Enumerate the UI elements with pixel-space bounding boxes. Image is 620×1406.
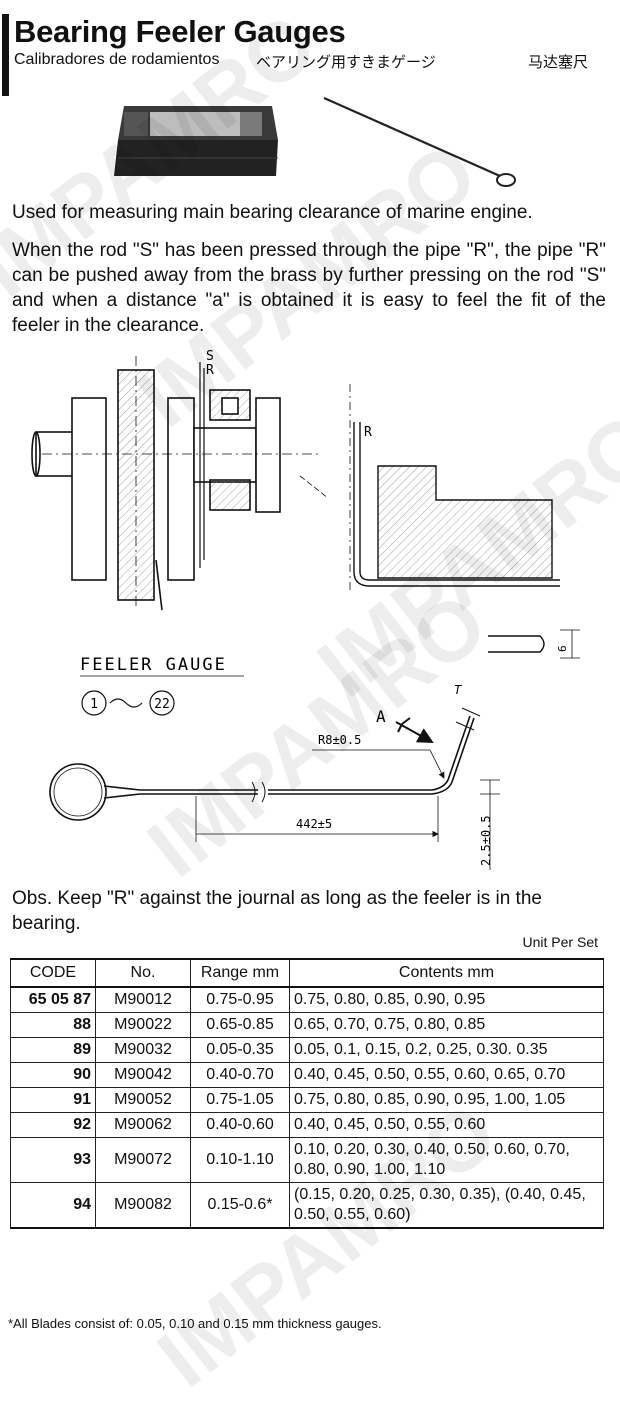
description-paragraph: When the rod "S" has been pressed throug… (12, 240, 606, 336)
cell-range: 0.05-0.35 (190, 1037, 290, 1063)
cell-range: 0.40-0.60 (190, 1112, 290, 1138)
label-range-end: 22 (154, 697, 170, 712)
cell-code: 92 (10, 1112, 96, 1138)
cell-range: 0.40-0.70 (190, 1062, 290, 1088)
page-title: Bearing Feeler Gauges (14, 14, 346, 49)
cell-code: 93 (10, 1137, 96, 1183)
product-photo-feeler-rod (323, 96, 516, 187)
table-row: 65 05 87 M90012 0.75-0.95 0.75, 0.80, 0.… (10, 986, 604, 1013)
label-blade-dim: 6 (556, 645, 569, 652)
title-accent-bar (2, 14, 9, 96)
cell-code: 94 (10, 1182, 96, 1229)
label-s: S (206, 350, 214, 364)
crankshaft-drawing (31, 356, 329, 611)
label-r-detail: R (364, 425, 372, 440)
cell-contents: 0.75, 0.80, 0.85, 0.90, 0.95, 1.00, 1.05 (289, 1087, 604, 1113)
table-row: 93 M90072 0.10-1.10 0.10, 0.20, 0.30, 0.… (10, 1137, 604, 1183)
label-arrow-a: A (376, 707, 386, 726)
table-row: 94 M90082 0.15-0.6* (0.15, 0.20, 0.25, 0… (10, 1182, 604, 1229)
cell-no: M90012 (95, 986, 191, 1013)
header-range: Range mm (190, 958, 290, 988)
cell-no: M90052 (95, 1087, 191, 1113)
cell-contents: 0.40, 0.45, 0.50, 0.55, 0.60, 0.65, 0.70 (289, 1062, 604, 1088)
product-photo-gauge-box (114, 106, 278, 176)
label-radius: R8±0.5 (318, 733, 361, 747)
table-row: 91 M90052 0.75-1.05 0.75, 0.80, 0.85, 0.… (10, 1087, 604, 1113)
table-row: 88 M90022 0.65-0.85 0.65, 0.70, 0.75, 0.… (10, 1012, 604, 1038)
table-footnote: *All Blades consist of: 0.05, 0.10 and 0… (8, 1316, 382, 1331)
cell-contents: 0.10, 0.20, 0.30, 0.40, 0.50, 0.60, 0.70… (289, 1137, 604, 1183)
specification-table: CODE No. Range mm Contents mm 65 05 87 M… (10, 958, 604, 1229)
cell-no: M90022 (95, 1012, 191, 1038)
header-contents: Contents mm (289, 958, 604, 988)
label-thickness-t: T (454, 683, 462, 697)
subtitle-japanese: ベアリング用すきまゲージ (256, 53, 436, 71)
cell-range: 0.15-0.6* (190, 1182, 290, 1229)
cell-range: 0.65-0.85 (190, 1012, 290, 1038)
cell-code: 90 (10, 1062, 96, 1088)
subtitle-chinese: 马达塞尺 (528, 53, 589, 71)
label-feeler-gauge: FEELER GAUGE (80, 655, 227, 675)
cell-no: M90062 (95, 1112, 191, 1138)
blade-section-drawing (488, 629, 580, 659)
cell-no: M90082 (95, 1182, 191, 1229)
unit-note: Unit Per Set (522, 934, 598, 950)
cell-no: M90032 (95, 1037, 191, 1063)
description-line: Used for measuring main bearing clearanc… (12, 202, 533, 223)
cell-contents: 0.05, 0.1, 0.15, 0.2, 0.25, 0.30. 0.35 (289, 1037, 604, 1063)
table-row: 92 M90062 0.40-0.60 0.40, 0.45, 0.50, 0.… (10, 1112, 604, 1138)
cell-contents: 0.65, 0.70, 0.75, 0.80, 0.85 (289, 1012, 604, 1038)
view-arrow-a (395, 717, 434, 743)
label-r-top: R (206, 363, 214, 378)
subtitle-spanish: Calibradores de rodamientos (14, 51, 220, 68)
technical-drawing: S R R 6 FEELER GAUGE 1 22 (31, 350, 580, 870)
cell-contents: (0.15, 0.20, 0.25, 0.30, 0.35), (0.40, 0… (289, 1182, 604, 1229)
cell-contents: 0.75, 0.80, 0.85, 0.90, 0.95 (289, 986, 604, 1013)
cell-range: 0.10-1.10 (190, 1137, 290, 1183)
bearing-detail-drawing (349, 384, 560, 590)
header-code: CODE (10, 958, 96, 988)
cell-contents: 0.40, 0.45, 0.50, 0.55, 0.60 (289, 1112, 604, 1138)
label-length: 442±5 (296, 817, 332, 831)
feeler-gauge-drawing (49, 707, 500, 870)
table-row: 90 M90042 0.40-0.70 0.40, 0.45, 0.50, 0.… (10, 1062, 604, 1088)
label-range-start: 1 (90, 697, 98, 712)
label-width: 2.5±0.5 (479, 815, 493, 866)
header-no: No. (95, 958, 191, 988)
observation-note: Obs. Keep "R" against the journal as lon… (12, 888, 542, 934)
cell-code: 88 (10, 1012, 96, 1038)
table-row: 89 M90032 0.05-0.35 0.05, 0.1, 0.15, 0.2… (10, 1037, 604, 1063)
subtitle-row: Calibradores de rodamientos ベアリング用すきまゲージ… (14, 51, 610, 73)
cell-code: 65 05 87 (10, 986, 96, 1013)
cell-code: 91 (10, 1087, 96, 1113)
range-badge: 1 22 (81, 690, 175, 716)
table-header-row: CODE No. Range mm Contents mm (10, 958, 604, 988)
cell-range: 0.75-1.05 (190, 1087, 290, 1113)
cell-range: 0.75-0.95 (190, 986, 290, 1013)
cell-no: M90072 (95, 1137, 191, 1183)
cell-code: 89 (10, 1037, 96, 1063)
cell-no: M90042 (95, 1062, 191, 1088)
